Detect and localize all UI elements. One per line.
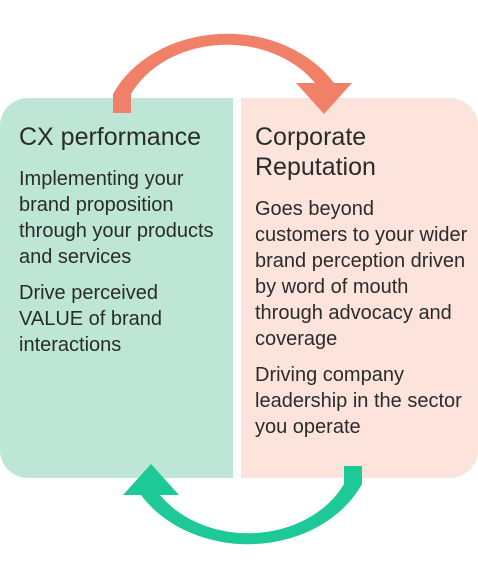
cx-performance-text-2: Drive perceived VALUE of brand interacti…: [19, 282, 163, 356]
corporate-reputation-panel: Corporate Reputation Goes beyond custome…: [241, 98, 478, 478]
corporate-reputation-text-1: Goes beyond customers to your wider bran…: [255, 198, 468, 350]
cx-performance-text-1: Implementing your brand proposition thro…: [19, 168, 214, 268]
cx-performance-title: CX performance: [19, 123, 202, 151]
corporate-reputation-text-2: Driving company leadership in the sector…: [255, 364, 462, 438]
cx-performance-panel: CX performance Implementing your brand p…: [0, 98, 233, 478]
corporate-reputation-title: Corporate Reputation: [255, 123, 376, 181]
